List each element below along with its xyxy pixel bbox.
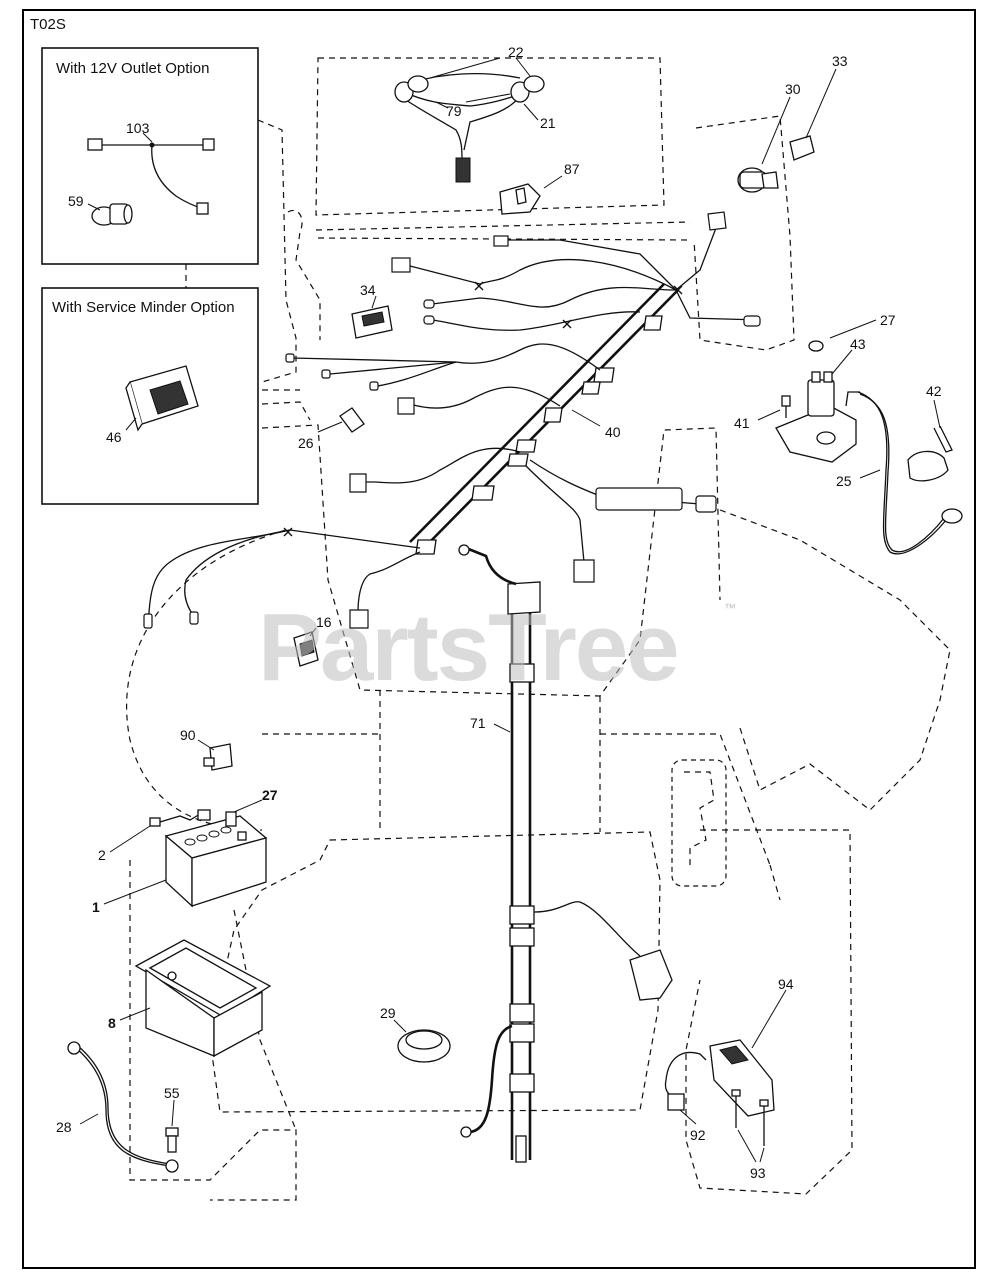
callout-2: 2: [98, 847, 106, 863]
callout-40: 40: [605, 424, 621, 440]
callout-43: 43: [850, 336, 866, 352]
switch-90: [203, 743, 233, 771]
nut-27-battery: [225, 811, 237, 827]
callout-21: 21: [540, 115, 556, 131]
callout-26: 26: [298, 435, 314, 451]
switch-16: [293, 631, 319, 667]
bolt-41: [781, 395, 791, 418]
callout-94: 94: [778, 976, 794, 992]
battery-1: [164, 815, 268, 908]
watermark: PartsTree: [258, 594, 678, 701]
callout-71: 71: [470, 715, 486, 731]
callout-59: 59: [68, 193, 84, 209]
bolt-2: [149, 809, 211, 827]
diagram-frame: [22, 9, 976, 1269]
module-94: [664, 1039, 775, 1117]
service-minder-option-box: With Service Minder Option 46: [41, 287, 259, 505]
rear-harness-71: [458, 544, 673, 1163]
battery-cable-25: [857, 391, 963, 555]
relay-87: [499, 183, 541, 215]
callout-87: 87: [564, 161, 580, 177]
ignition-switch-30: [737, 167, 779, 193]
terminal-boot-42: [907, 425, 953, 482]
solenoid-bracket-43: [775, 371, 860, 463]
callout-79: 79: [446, 103, 462, 119]
callout-28: 28: [56, 1119, 72, 1135]
callout-33: 33: [832, 53, 848, 69]
callout-30: 30: [785, 81, 801, 97]
callout-90: 90: [180, 727, 196, 743]
headlight-harness-22: [394, 72, 545, 183]
battery-tray-8: [134, 939, 272, 1058]
main-harness-40: [143, 211, 761, 629]
callout-29: 29: [380, 1005, 396, 1021]
grommet-29: [397, 1029, 451, 1063]
callout-92: 92: [690, 1127, 706, 1143]
callout-41: 41: [734, 415, 750, 431]
callout-42: 42: [926, 383, 942, 399]
callout-16: 16: [316, 614, 332, 630]
callout-34: 34: [360, 282, 376, 298]
diagram-code: T02S: [30, 16, 66, 33]
switch-34: [351, 305, 393, 339]
service-minder-46: [125, 365, 199, 432]
callout-103: 103: [126, 120, 150, 136]
fuse-26: [339, 407, 365, 433]
callout-22: 22: [508, 44, 524, 60]
callout-55: 55: [164, 1085, 180, 1101]
watermark-trademark: ™: [724, 601, 736, 615]
callout-93: 93: [750, 1165, 766, 1181]
callout-1: 1: [92, 899, 100, 915]
callout-25: 25: [836, 473, 852, 489]
outlet-socket-59: [91, 203, 133, 226]
bolt-55: [165, 1127, 179, 1153]
service-minder-option-title: With Service Minder Option: [52, 299, 235, 316]
callout-8: 8: [108, 1015, 116, 1031]
plug-33: [789, 135, 815, 161]
outlet-option-title: With 12V Outlet Option: [56, 60, 209, 77]
callout-27-battery: 27: [262, 787, 278, 803]
outlet-option-box: With 12V Outlet Option 103 59: [41, 47, 259, 265]
callout-27-upper: 27: [880, 312, 896, 328]
callout-46: 46: [106, 429, 122, 445]
tractor-outline: [125, 57, 951, 1201]
screws-93: [731, 1089, 769, 1146]
nut-27: [808, 340, 824, 352]
ground-cable-28: [67, 1041, 179, 1173]
